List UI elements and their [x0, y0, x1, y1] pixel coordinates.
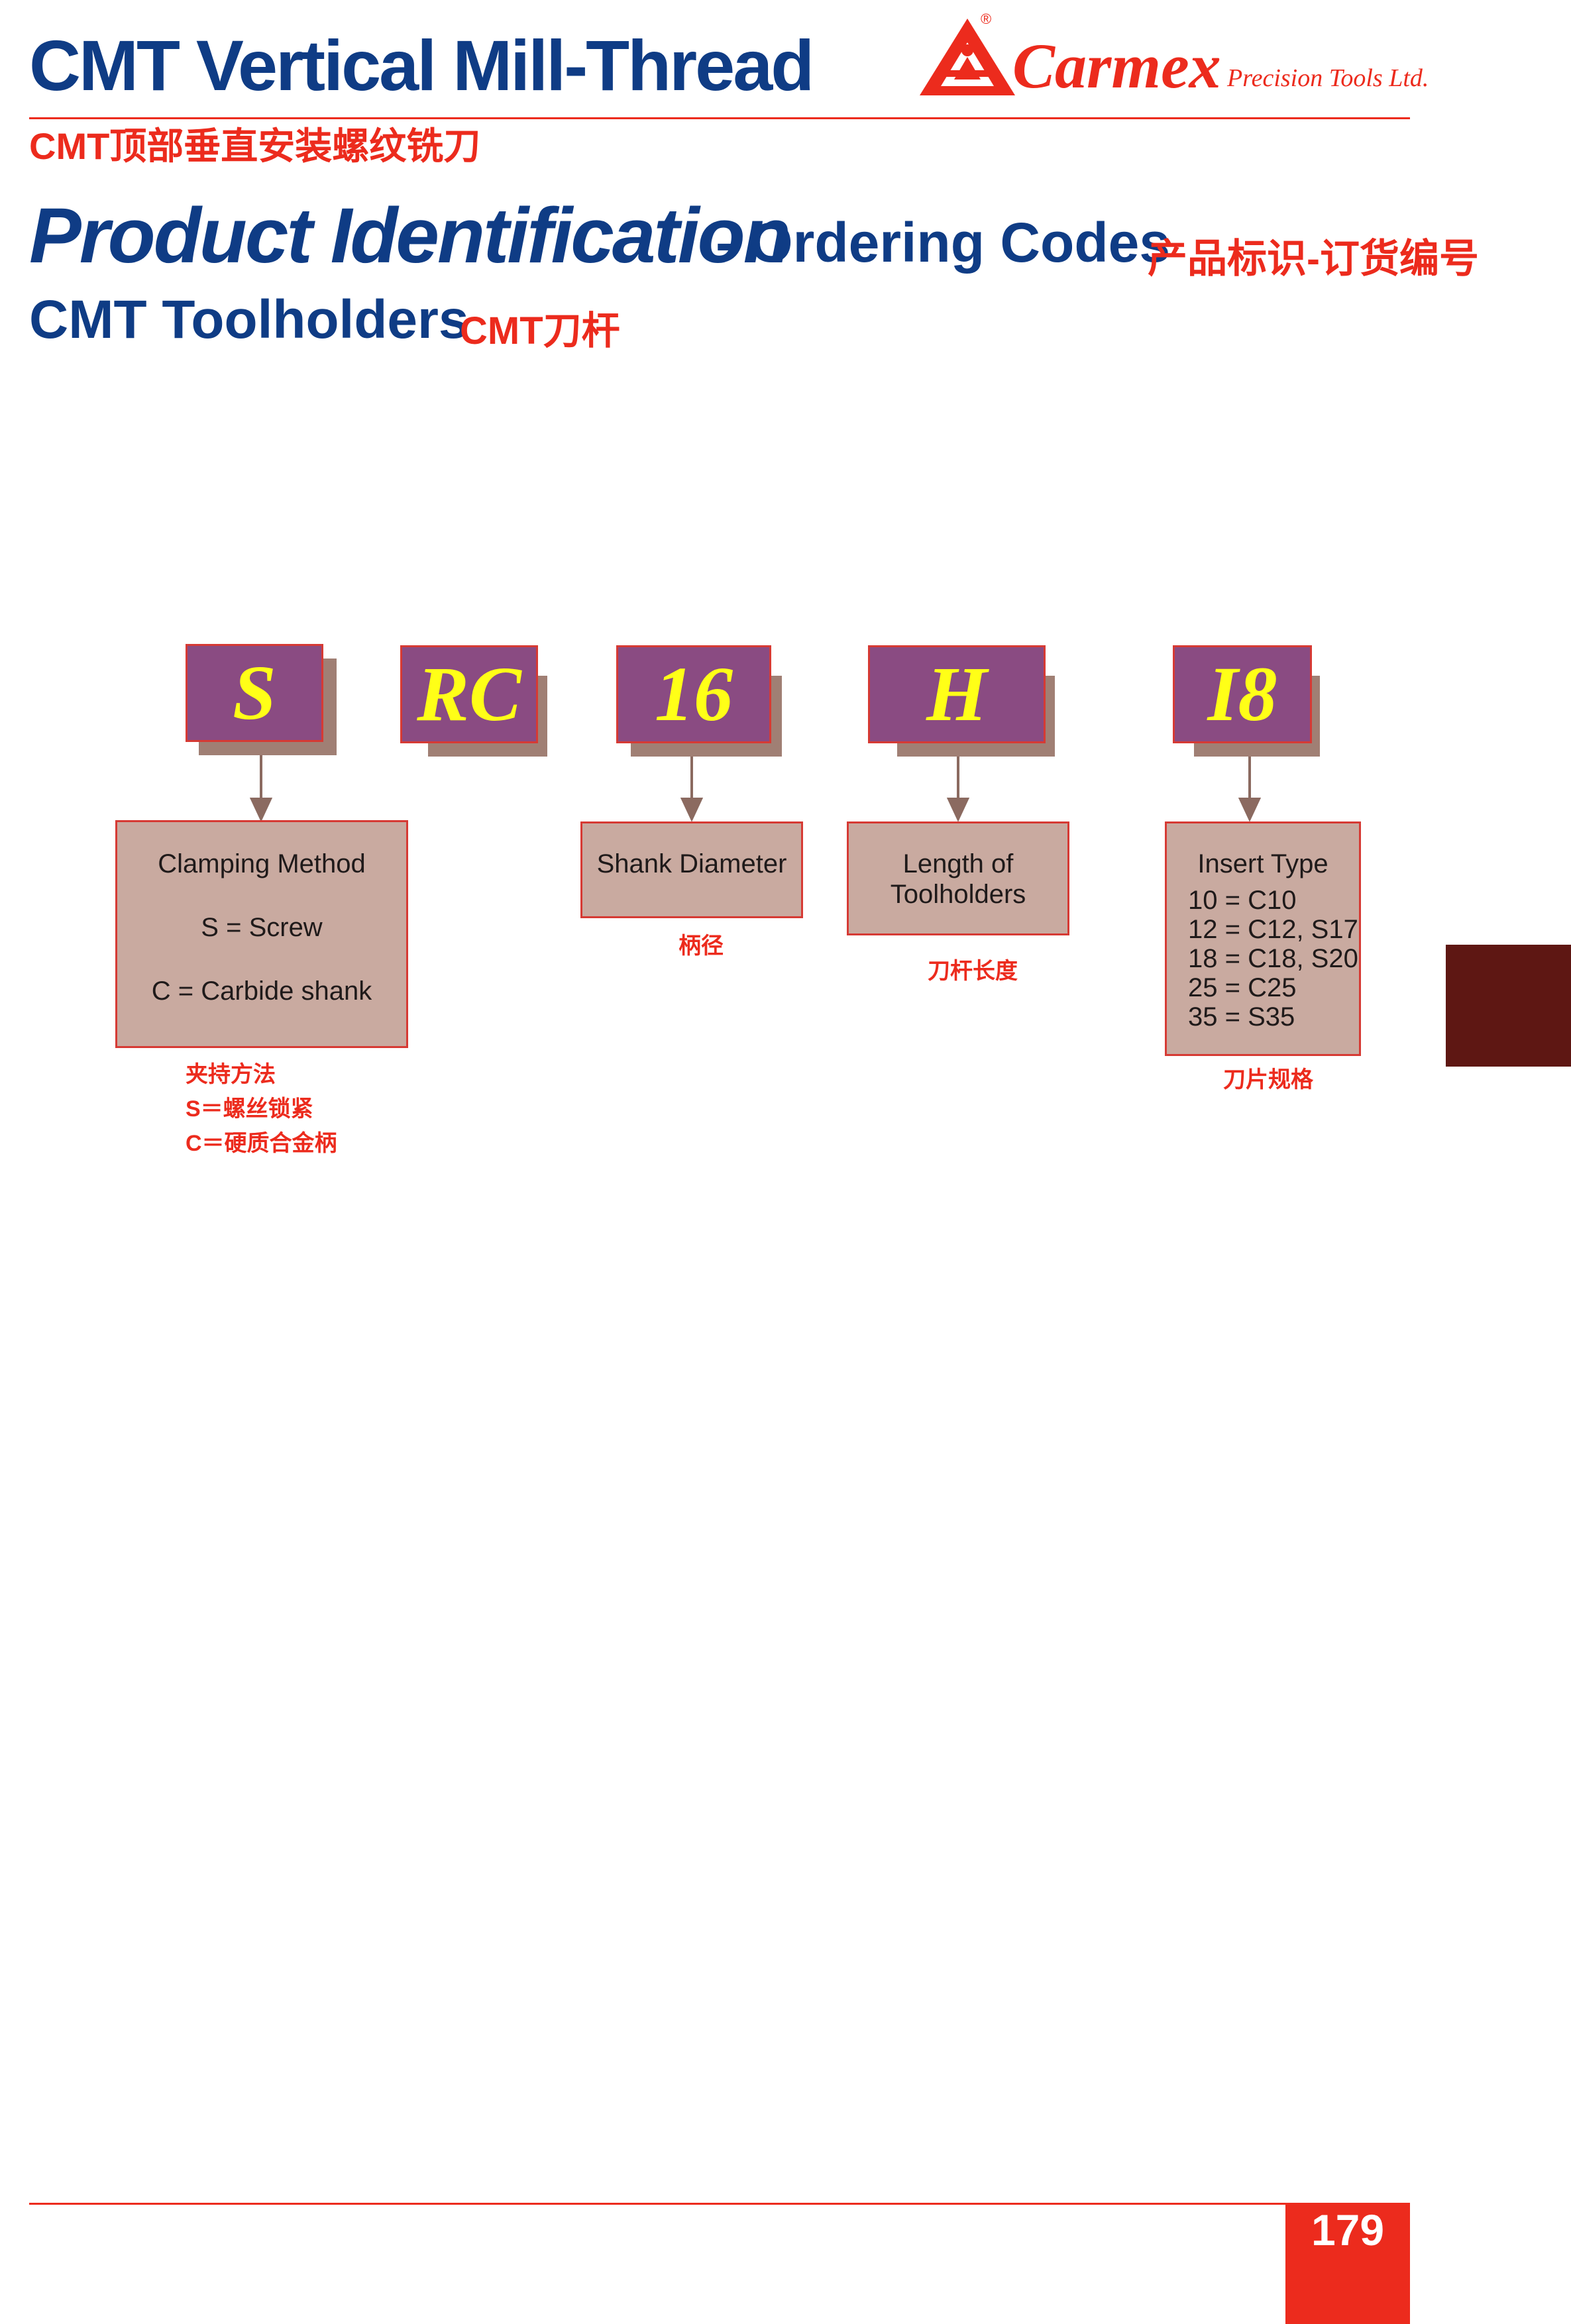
code-label: I8: [1173, 645, 1312, 743]
code-label: S: [186, 644, 323, 742]
cn-line: S＝螺丝锁紧: [186, 1096, 313, 1122]
desc-line: 10 = C10: [1188, 886, 1297, 915]
code-label: H: [868, 645, 1046, 743]
desc-box-length: Length of Toolholders: [847, 821, 1069, 935]
code-label: 16: [616, 645, 771, 743]
code-label: RC: [400, 645, 538, 743]
cn-line: 夹持方法: [186, 1062, 276, 1087]
main-subtitle-cn: CMT顶部垂直安装螺纹铣刀: [29, 125, 481, 167]
arrow-head: [249, 798, 273, 822]
desc-line: 12 = C12, S17: [1188, 915, 1358, 944]
cn-note-insert: 刀片规格: [1223, 1067, 1313, 1092]
main-title: CMT Vertical Mill-Thread: [29, 25, 814, 105]
bottom-divider: [29, 2203, 1410, 2205]
desc-line: 25 = C25: [1188, 973, 1297, 1002]
cn-note-length: 刀杆长度: [928, 959, 1018, 984]
top-divider: [29, 117, 1410, 119]
desc-line: Toolholders: [890, 880, 1026, 909]
desc-box-clamping: Clamping Method S = Screw C = Carbide sh…: [115, 820, 408, 1048]
desc-heading: Clamping Method: [158, 849, 366, 878]
desc-heading: Insert Type: [1197, 849, 1328, 878]
page-number-box: [1285, 2203, 1410, 2324]
logo-tagline: Precision Tools Ltd.: [1227, 64, 1429, 92]
desc-line: 35 = S35: [1188, 1002, 1295, 1031]
desc-heading: Shank Diameter: [596, 849, 787, 878]
desc-line: C = Carbide shank: [151, 977, 372, 1006]
section-title-cn: 产品标识-订货编号: [1148, 237, 1479, 281]
section-title: Product Identification: [29, 192, 791, 280]
desc-heading: Length of: [902, 849, 1014, 878]
arrow-head: [680, 798, 704, 822]
page-number: 179: [1311, 2205, 1385, 2254]
cn-note-shank: 柄径: [678, 933, 724, 959]
desc-box-shank: Shank Diameter: [580, 821, 803, 918]
logo-wordmark: Carmex: [1012, 30, 1221, 101]
section-title-suffix: - Ordering Codes: [716, 211, 1171, 274]
desc-line: 18 = C18, S20: [1188, 944, 1358, 973]
carmex-triangle-logo-icon: [920, 19, 1015, 95]
cn-note-clamping: 夹持方法 S＝螺丝锁紧 C＝硬质合金柄: [186, 1057, 337, 1161]
arrow-head: [1238, 798, 1262, 822]
side-tab: [1446, 945, 1571, 1067]
arrow-head: [946, 798, 970, 822]
desc-box-insert: Insert Type 10 = C10 12 = C12, S17 18 = …: [1165, 821, 1361, 1056]
desc-line: S = Screw: [201, 913, 323, 942]
section-subtitle: CMT Toolholders: [29, 290, 469, 350]
cn-line: C＝硬质合金柄: [186, 1131, 337, 1156]
section-subtitle-cn: CMT刀杆: [460, 309, 620, 352]
registered-mark: ®: [981, 11, 992, 27]
